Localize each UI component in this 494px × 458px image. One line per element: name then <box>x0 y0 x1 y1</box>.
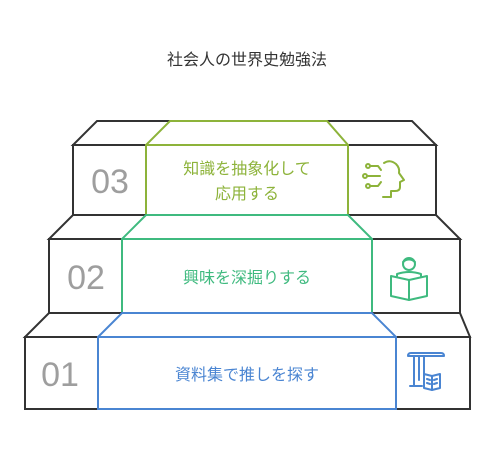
step-02-number: 02 <box>67 259 105 297</box>
step-02-center-panel <box>121 238 373 314</box>
person-reading-icon <box>390 257 428 301</box>
step-02-label: 興味を深掘りする <box>183 268 311 287</box>
step-02: 02 興味を深掘りする <box>46 214 463 314</box>
diagram-title: 社会人の世界史勉強法 <box>166 50 327 69</box>
step-03-center-panel <box>145 144 349 216</box>
step-01: 01 資料集で推しを探す <box>22 312 472 410</box>
step-03: 03 知識を抽象化して 応用する <box>70 120 439 216</box>
step-02-top-face-accent <box>119 214 375 240</box>
step-01-center-panel <box>97 336 397 410</box>
step-03-top-face-accent <box>143 120 351 146</box>
ai-head-icon <box>362 160 405 198</box>
step-01-number: 01 <box>41 356 79 394</box>
step-01-top-face-accent <box>95 312 399 338</box>
step-03-number: 03 <box>91 163 129 201</box>
step-03-label-line-1: 知識を抽象化して <box>183 159 311 178</box>
library-book-icon <box>407 352 445 391</box>
step-01-label: 資料集で推しを探す <box>175 365 319 384</box>
step-03-label-line-2: 応用する <box>215 184 279 203</box>
